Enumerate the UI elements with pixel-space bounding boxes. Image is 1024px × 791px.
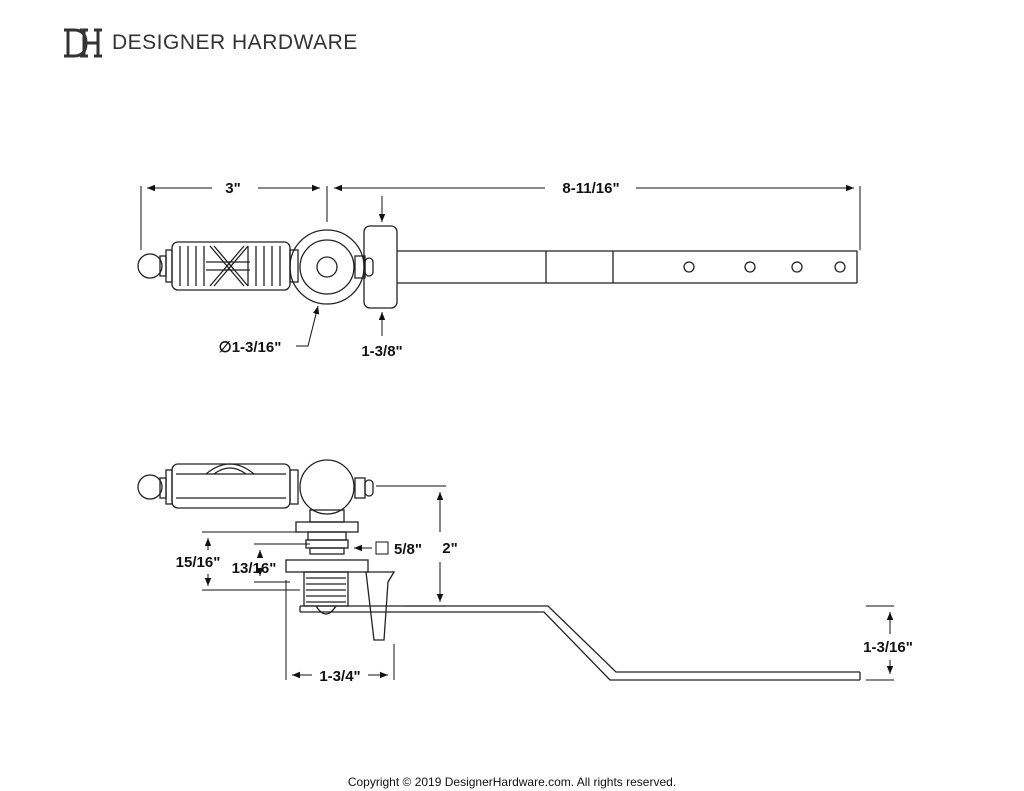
copyright-notice: Copyright © 2019 DesignerHardware.com. A… [347,775,677,789]
dim-square: 5/8" [394,541,422,558]
dim-height: 1-3/8" [361,343,402,360]
side-hub [285,459,396,641]
dh-monogram-logo-icon [64,28,102,58]
dim-total-height: 2" [442,540,457,557]
dim-handle-length: 3" [225,180,240,197]
side-dimensions [202,485,894,681]
grip [171,241,299,291]
top-view [137,184,861,347]
brand-header: DESIGNER HARDWARE [62,26,358,60]
side-trip-arm [299,605,861,681]
top-dimensions [140,184,861,347]
hub [289,225,398,309]
brand-name: DESIGNER HARDWARE [112,31,358,54]
side-knob-grip [137,463,299,509]
end-knob [137,249,173,283]
trip-arm [397,250,858,284]
side-view [137,459,894,681]
dim-flange-a: 15/16" [176,554,221,571]
dim-flange-b: 13/16" [232,560,277,577]
dim-diameter: ∅1-3/16" [219,339,282,356]
dim-arm-length: 8-11/16" [562,180,619,197]
dim-base-width: 1-3/4" [319,668,360,685]
dim-arm-drop: 1-3/16" [863,639,913,656]
